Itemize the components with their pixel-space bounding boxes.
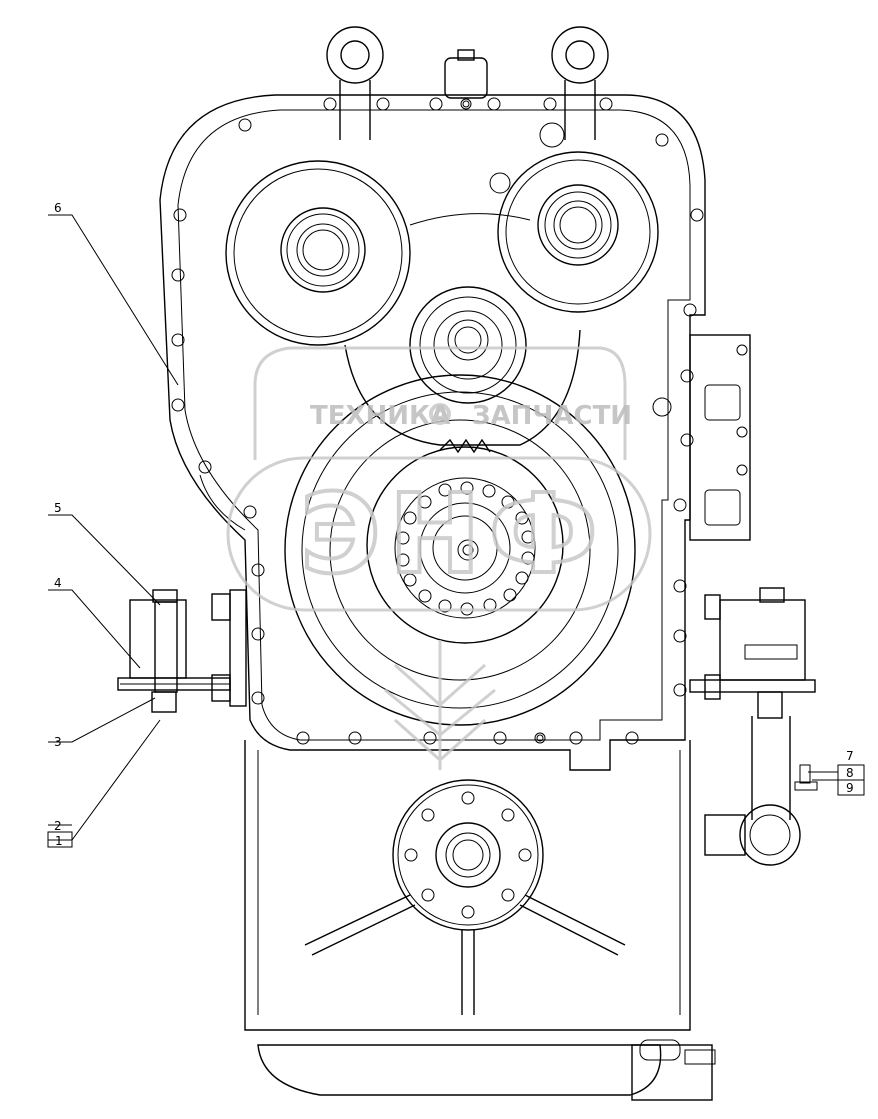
valve-block-right: [689, 334, 751, 541]
lifting-eye-left: [326, 26, 384, 140]
upper-housing-inner-outline: [177, 109, 691, 741]
gear-main-large: [284, 374, 636, 726]
output-flange: [304, 779, 626, 1015]
label-part-2: 2: [54, 819, 62, 833]
gear-upper-left: [225, 160, 411, 346]
label-part-3: 3: [54, 735, 62, 749]
label-part-6: 6: [54, 201, 62, 215]
lifting-eye-right: [551, 26, 609, 140]
gear-icon: [429, 403, 451, 425]
gear-intermediate: [344, 213, 581, 446]
label-part-7: 7: [846, 749, 854, 763]
left-bracket-assembly: [117, 589, 247, 713]
label-part-5: 5: [54, 501, 62, 515]
watermark-right-word: ЗАПЧАСТИ: [472, 401, 632, 431]
hub-bolt-ring: [396, 481, 535, 616]
label-part-1: 1: [55, 834, 63, 848]
watermark-logo-letters: ЭНФ: [300, 470, 606, 598]
watermark: ТЕХНИКА ЗАПЧАСТИ ЭНФ: [226, 346, 652, 770]
upper-housing-outline: [159, 94, 706, 771]
wheat-icon: [384, 640, 496, 770]
label-part-9: 9: [846, 781, 854, 795]
label-part-4: 4: [54, 576, 62, 590]
label-boxes: [47, 764, 865, 848]
gear-upper-right: [497, 122, 659, 313]
label-part-8: 8: [846, 766, 854, 780]
watermark-left-word: ТЕХНИКА: [310, 401, 450, 431]
breather-cap: [444, 49, 488, 99]
right-bracket-assembly: [689, 587, 818, 866]
lower-housing: [244, 740, 716, 1101]
cover-bolts: [171, 97, 704, 745]
